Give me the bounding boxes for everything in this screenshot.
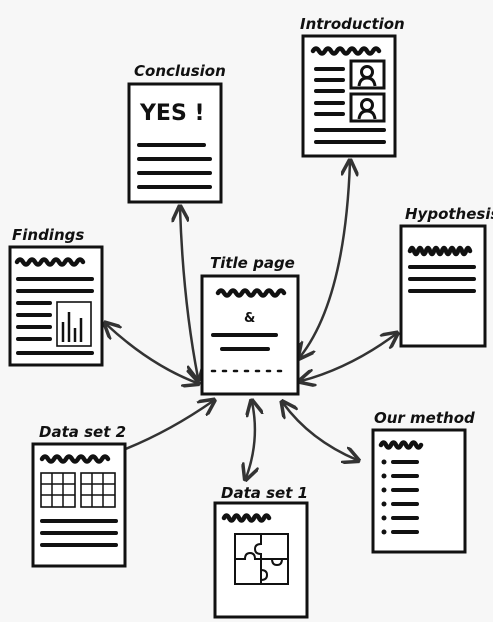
arrow-title-conclusion bbox=[180, 208, 198, 378]
title-page-ampersand: & bbox=[244, 311, 255, 326]
our-method-document-icon bbox=[371, 428, 467, 554]
grid-table-icon bbox=[80, 472, 116, 508]
data-set-2-label: Data set 2 bbox=[39, 423, 126, 441]
node-data-set-1: Data set 1 bbox=[213, 484, 309, 619]
data-set-1-heading-scribble bbox=[221, 513, 272, 523]
findings-label: Findings bbox=[12, 226, 84, 244]
introduction-label: Introduction bbox=[300, 15, 405, 33]
node-findings: Findings bbox=[8, 226, 104, 367]
conclusion-yes-text: YES ! bbox=[139, 101, 205, 126]
node-hypothesis: Hypothesis bbox=[399, 205, 493, 348]
person-portrait-icon bbox=[349, 59, 386, 90]
hypothesis-heading-scribble bbox=[407, 245, 473, 257]
node-introduction: Introduction bbox=[300, 15, 405, 158]
bar-chart-icon bbox=[56, 301, 92, 347]
our-method-heading-scribble bbox=[378, 440, 424, 450]
conclusion-label: Conclusion bbox=[134, 62, 226, 80]
jigsaw-puzzle-icon bbox=[234, 533, 289, 585]
node-conclusion: Conclusion YES ! bbox=[127, 62, 226, 204]
grid-table-icon bbox=[40, 472, 76, 508]
hypothesis-label: Hypothesis bbox=[405, 205, 493, 223]
title-page-label: Title page bbox=[210, 254, 295, 272]
arrow-title-introduction bbox=[300, 162, 350, 357]
arrow-title-findings bbox=[106, 324, 197, 383]
connector-arrows bbox=[104, 162, 396, 478]
node-data-set-2: Data set 2 bbox=[31, 423, 127, 568]
data-set-1-label: Data set 1 bbox=[221, 484, 308, 502]
arrow-title-hypothesis bbox=[301, 334, 396, 381]
node-title-page: Title page & bbox=[200, 254, 300, 396]
arrow-title-data-set-1 bbox=[246, 402, 255, 478]
bulleted-list bbox=[381, 459, 419, 535]
node-our-method: Our method bbox=[371, 409, 475, 554]
person-portrait-icon bbox=[349, 92, 386, 123]
hypothesis-document-icon bbox=[399, 224, 487, 348]
data-set-2-document-icon bbox=[31, 442, 127, 568]
our-method-label: Our method bbox=[374, 409, 475, 427]
arrow-title-our-method bbox=[283, 403, 357, 460]
